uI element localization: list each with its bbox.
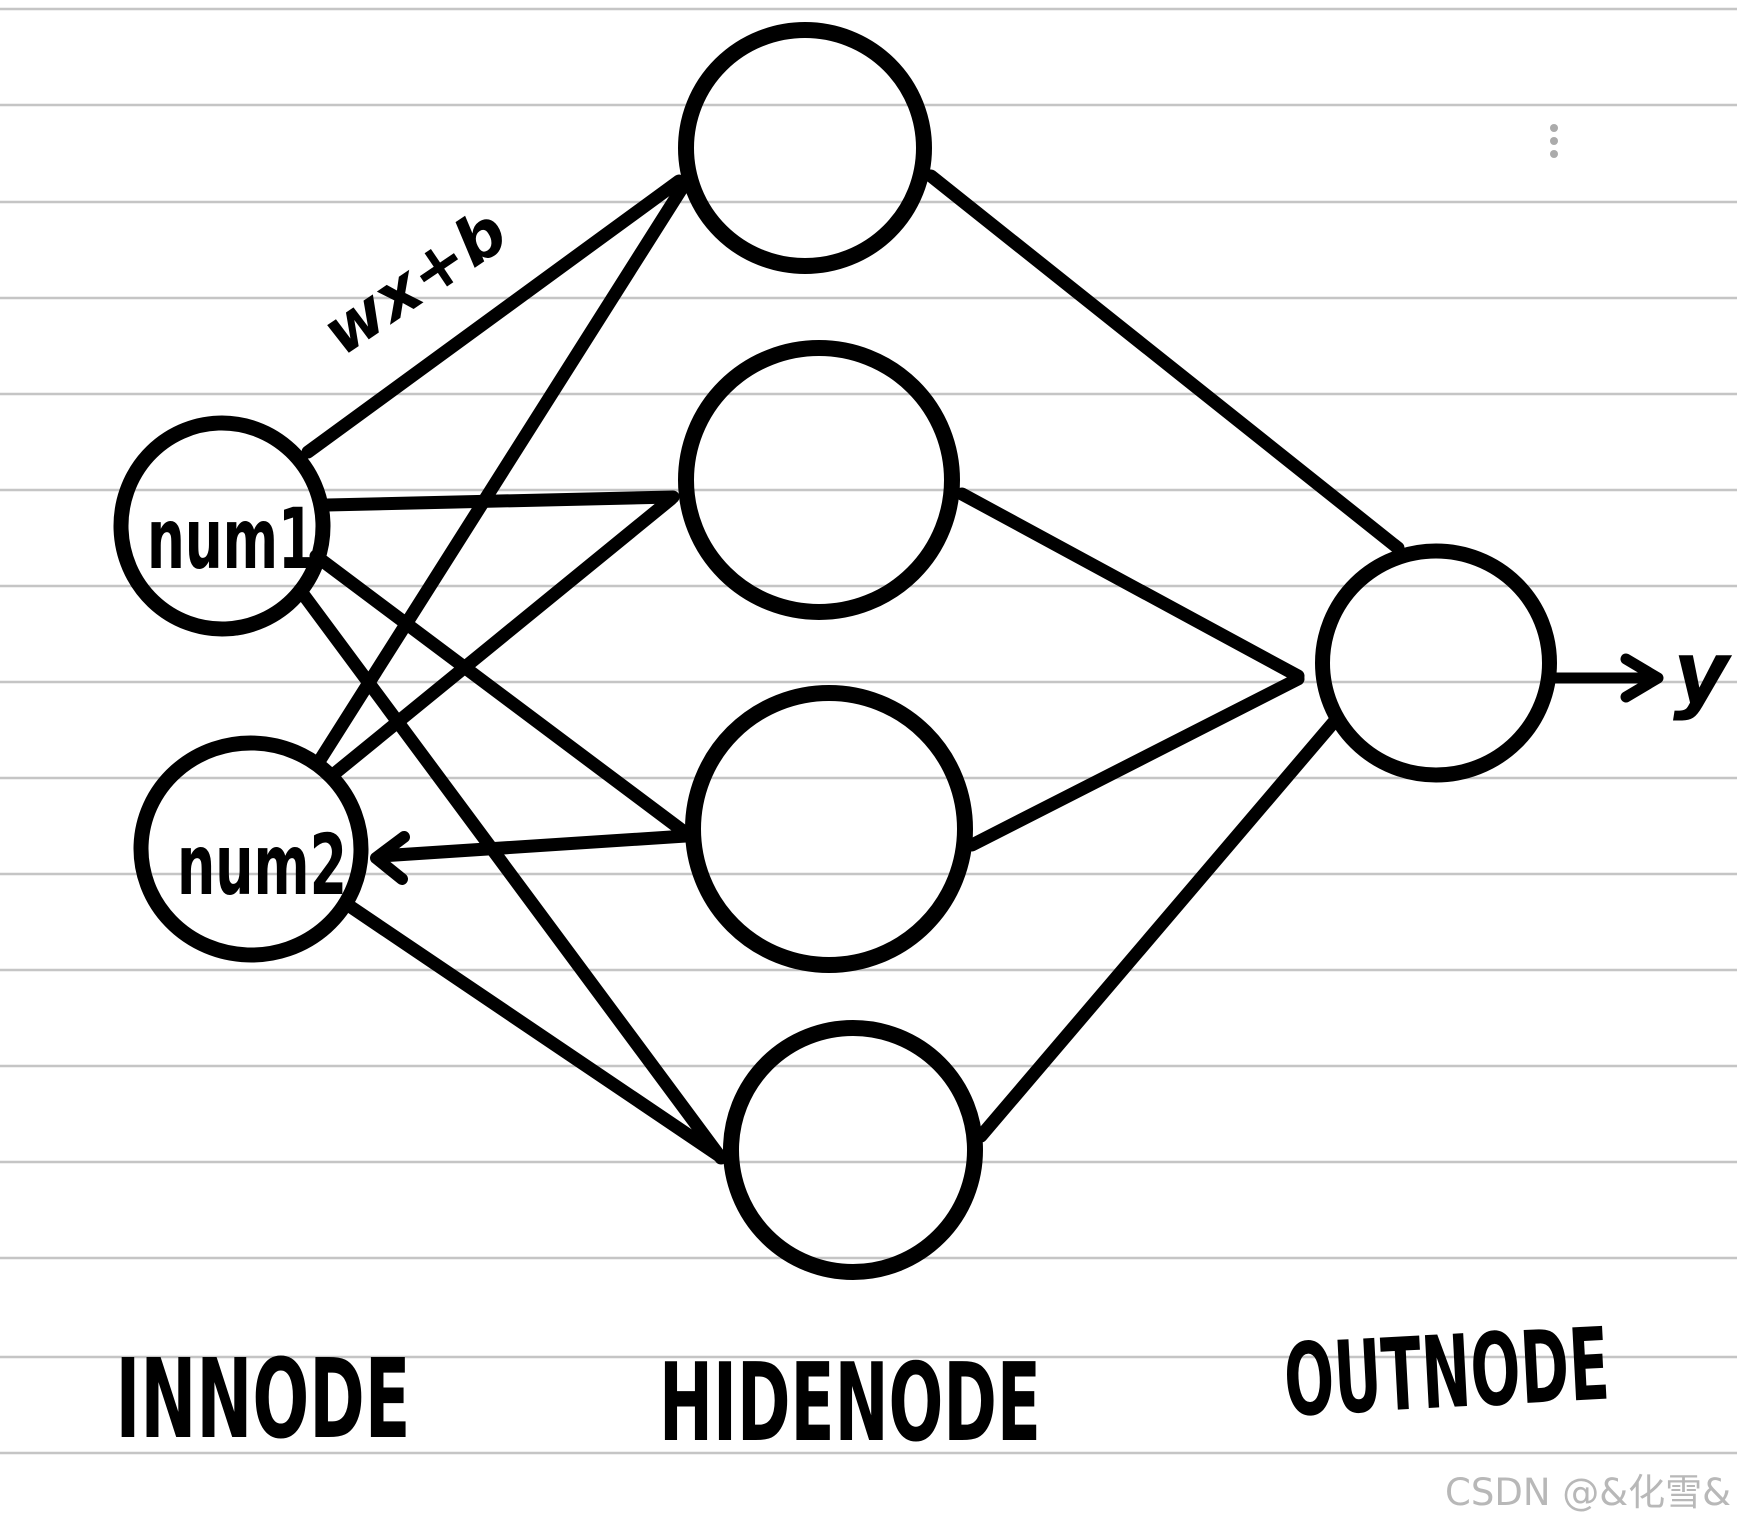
edges (293, 169, 1664, 1165)
input-node-num1 (113, 415, 331, 637)
hidden-node-3 (685, 685, 973, 973)
edge-hidden4-output (974, 716, 1340, 1143)
hidden-node-2 (678, 340, 960, 620)
edge-hidden2-output (955, 487, 1305, 683)
hidden-node-4 (723, 1020, 983, 1280)
num1-label: num1 (147, 490, 315, 588)
edge-num2-hidden2 (327, 492, 678, 781)
ruled-lines (0, 7, 1737, 1455)
hidden-layer-label: HIDENODE (659, 1341, 1041, 1466)
output-arrow-head (1620, 653, 1664, 703)
edge-num1-hidden1 (301, 174, 686, 459)
edge-num2-hidden3 (373, 829, 693, 863)
edge-weight-label: wx+b (310, 195, 521, 371)
edge-num2-hidden4 (341, 898, 728, 1164)
edge-num2-hidden1 (313, 178, 691, 767)
edge-num2-hidden3-arrowhead (370, 831, 410, 885)
input-node-num2 (133, 735, 369, 963)
page-drag-dots-icon[interactable] (1550, 124, 1558, 158)
output-value-label: y (1673, 623, 1733, 723)
edge-hidden3-output (965, 672, 1305, 852)
edge-num1-hidden3 (309, 549, 694, 841)
input-layer-label: INNODE (116, 1335, 411, 1463)
num2-label: num2 (177, 816, 347, 914)
hidden-node-1 (678, 22, 932, 274)
watermark: CSDN @&化雪& (1445, 1471, 1731, 1514)
output-node (1315, 543, 1557, 783)
edge-num1-hidden2 (320, 490, 680, 512)
output-layer-label: OUTNODE (1281, 1306, 1612, 1440)
nodes (113, 22, 1557, 1280)
edge-hidden1-output (924, 169, 1405, 555)
